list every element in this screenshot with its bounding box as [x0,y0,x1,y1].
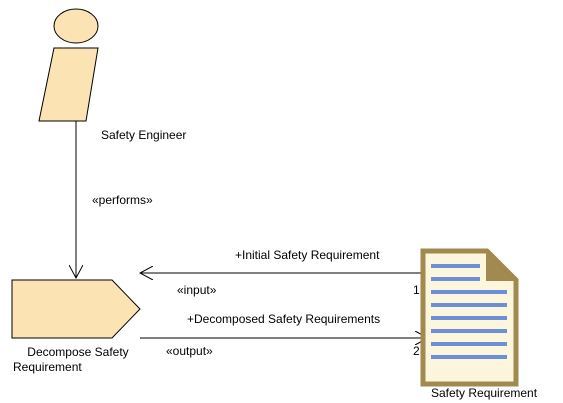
document-fold [486,248,519,281]
task-label-line2: Requirement [13,360,82,374]
output-multiplicity: 2 [413,344,420,358]
output-stereotype: «output» [166,344,213,358]
input-role-label: +Initial Safety Requirement [235,248,380,262]
document-lines [431,264,507,359]
actor-head [53,8,99,44]
output-role-label: +Decomposed Safety Requirements [187,312,381,326]
document-icon[interactable] [420,248,519,387]
actor-label: Safety Engineer [101,128,187,142]
actor-icon[interactable] [38,8,99,122]
task-label-line1: Decompose Safety [27,345,129,359]
input-multiplicity: 1 [413,283,420,297]
performs-stereotype: «performs» [92,193,153,207]
task-label: Decompose Safety Requirement [8,345,148,375]
actor-body [38,47,99,122]
input-stereotype: «input» [177,283,217,297]
artifact-label: Safety Requirement [431,386,538,400]
task-shape[interactable] [11,279,141,339]
